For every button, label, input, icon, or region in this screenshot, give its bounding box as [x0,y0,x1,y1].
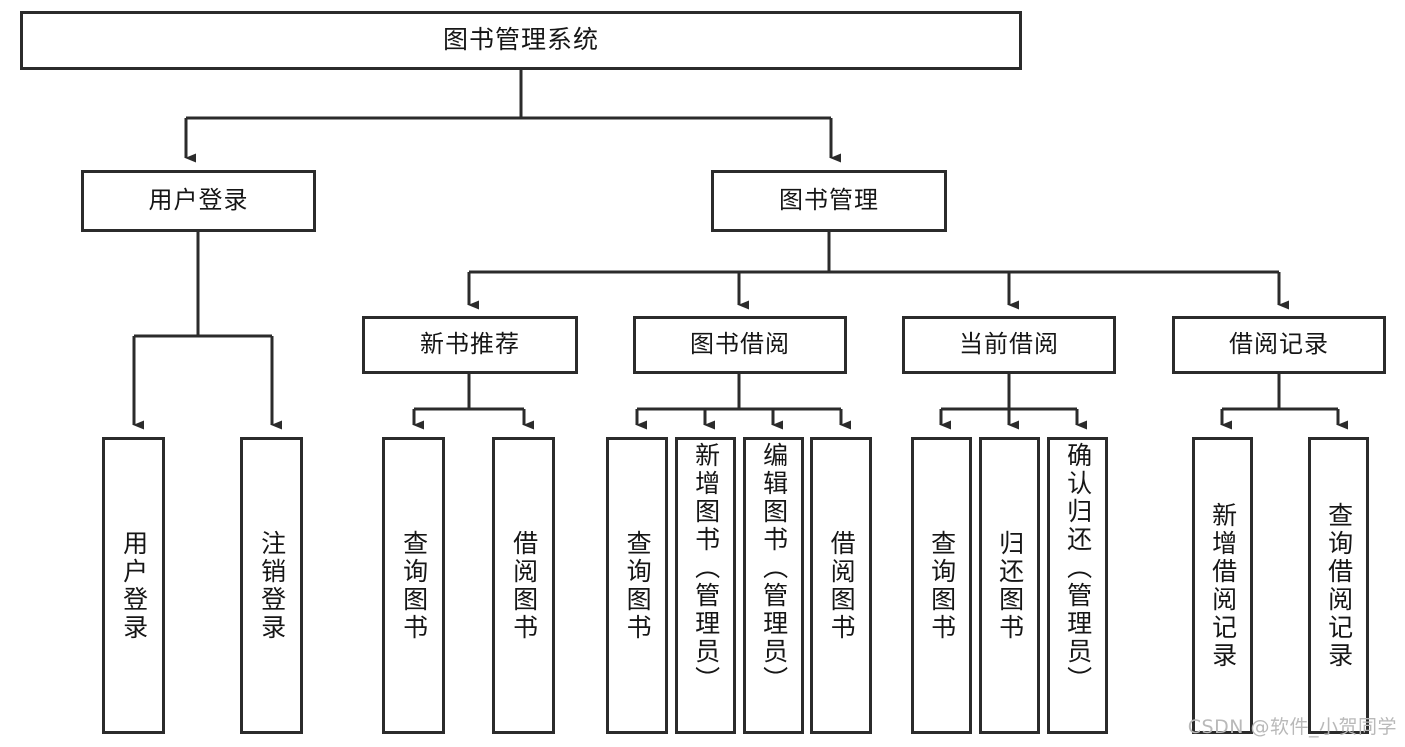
node-label: 借阅记录 [1229,330,1329,359]
node-label: 借阅图书 [827,529,857,642]
node-label: 图书借阅 [690,330,790,359]
node-label: 查询图书 [927,529,957,642]
node-book-borrow[interactable]: 图书借阅 [633,316,847,374]
leaf-new-book-query-book[interactable]: 查询图书 [382,437,445,734]
node-book-management[interactable]: 图书管理 [711,170,947,232]
leaf-book-borrow-edit-book-admin[interactable]: 编辑图书（管理员） [743,437,804,734]
node-label: 图书管理系统 [442,25,599,55]
node-new-book-recommend[interactable]: 新书推荐 [362,316,578,374]
node-label: 新增借阅记录 [1208,501,1238,670]
node-label: 查询图书 [399,529,429,642]
node-label: 归还图书 [995,529,1025,642]
watermark: CSDN @软件_小贺同学 [1187,716,1397,738]
node-label: 用户登录 [119,529,149,642]
leaf-current-borrow-query-book[interactable]: 查询图书 [911,437,972,734]
leaf-user-login-login[interactable]: 用户登录 [102,437,165,734]
node-label: 注销登录 [257,529,287,642]
node-label: 确认归还（管理员） [1063,442,1093,694]
leaf-borrow-record-query-record[interactable]: 查询借阅记录 [1308,437,1369,734]
node-root-book-management-system[interactable]: 图书管理系统 [20,11,1022,70]
node-label: 查询图书 [623,529,653,642]
leaf-book-borrow-borrow-book[interactable]: 借阅图书 [810,437,872,734]
leaf-current-borrow-confirm-return-admin[interactable]: 确认归还（管理员） [1047,437,1108,734]
leaf-borrow-record-add-record[interactable]: 新增借阅记录 [1192,437,1253,734]
node-label: 新增图书（管理员） [691,442,721,694]
leaf-current-borrow-return-book[interactable]: 归还图书 [979,437,1040,734]
node-label: 图书管理 [779,186,879,215]
node-current-borrow[interactable]: 当前借阅 [902,316,1116,374]
leaf-new-book-borrow-book[interactable]: 借阅图书 [492,437,555,734]
leaf-book-borrow-query-book[interactable]: 查询图书 [606,437,668,734]
node-label: 借阅图书 [509,529,539,642]
node-label: 新书推荐 [420,330,520,359]
node-borrow-record[interactable]: 借阅记录 [1172,316,1386,374]
node-label: 查询借阅记录 [1324,501,1354,670]
leaf-user-login-logout[interactable]: 注销登录 [240,437,303,734]
node-label: 编辑图书（管理员） [759,442,789,694]
node-label: 用户登录 [148,186,249,215]
leaf-book-borrow-add-book-admin[interactable]: 新增图书（管理员） [675,437,736,734]
node-label: 当前借阅 [959,330,1059,359]
node-user-login[interactable]: 用户登录 [81,170,316,232]
